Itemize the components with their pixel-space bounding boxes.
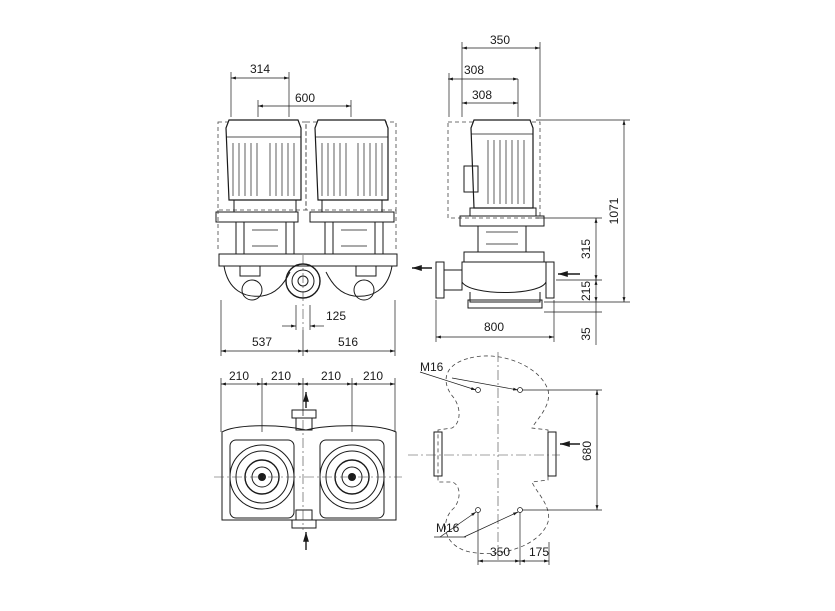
dim-210-c: 210 [321,369,341,383]
plan-view: 210 210 210 210 [214,369,402,550]
dim-680: 680 [580,441,594,461]
side-right-dims [536,119,630,345]
base-plate [467,299,543,309]
footprint-view [408,352,602,565]
pump-housing-front [218,253,398,330]
dim-308-a: 308 [464,63,484,77]
dim-175: 175 [529,545,549,559]
dim-210-a: 210 [229,369,249,383]
dim-1071: 1071 [607,197,621,224]
dim-350-side: 350 [490,33,510,47]
dim-210-d: 210 [363,369,383,383]
dim-350-foot: 350 [490,545,510,559]
terminal-box [463,165,479,193]
dim-600: 600 [295,91,315,105]
front-view: 314 600 125 537 516 [215,62,398,356]
side-view: 350 308 308 1071 315 215 35 800 [412,33,630,345]
front-bottom-dims [220,300,396,356]
dim-314: 314 [250,62,270,76]
dim-537: 537 [252,335,272,349]
dim-210-b: 210 [271,369,291,383]
front-top-dims [230,72,352,117]
dim-800: 800 [484,320,504,334]
left-motor [215,119,302,223]
dim-125: 125 [326,309,346,323]
label-m16-top: M16 [420,360,444,374]
side-top-dims [448,42,541,117]
dim-308-b: 308 [472,88,492,102]
dim-516: 516 [338,335,358,349]
label-m16-bottom: M16 [436,521,460,535]
plan-top-dims [220,378,396,432]
plan-outline [221,425,397,521]
dim-315: 315 [579,239,593,259]
dim-35: 35 [579,327,593,341]
lantern-brackets [235,221,384,255]
right-motor [309,119,395,223]
dim-215: 215 [579,281,593,301]
